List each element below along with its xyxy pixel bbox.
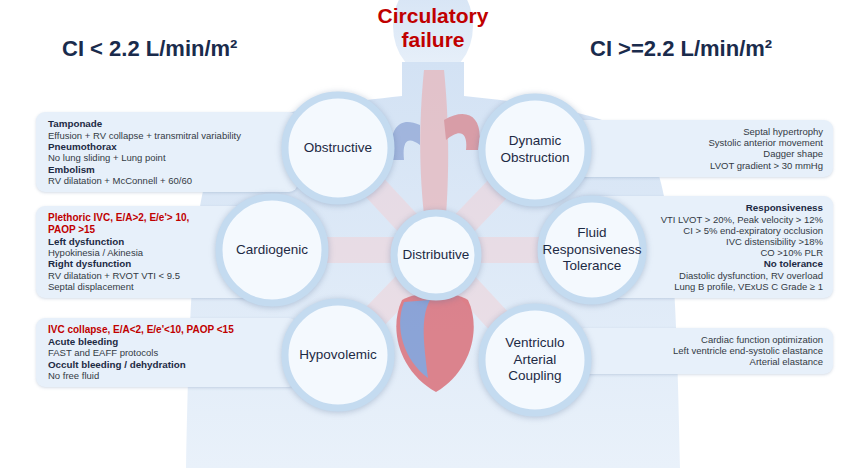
finding-text: Dagger shape: [601, 148, 823, 159]
finding-text: Systolic anterior movement: [601, 137, 823, 148]
finding-text: CI > 5% end-expiratory occlusion: [655, 225, 823, 236]
finding-text: Arterial elastance: [601, 356, 823, 367]
finding-text: Lung B profile, VExUS C Grade ≥ 1: [655, 281, 823, 292]
shock-type-circle: Dynamic Obstruction: [478, 93, 592, 207]
finding-text: No free fluid: [48, 370, 272, 381]
finding-text: LVOT gradient > 30 mmHg: [601, 160, 823, 171]
finding-text: CO >10% PLR: [655, 247, 823, 258]
shock-type-name: Ventriculo Arterial Coupling: [487, 335, 583, 386]
circle-shape: [285, 95, 391, 201]
findings-panel: Septal hypertrophySystolic anterior move…: [575, 120, 833, 177]
circle-shape: [285, 302, 391, 408]
circle-shape: [482, 97, 588, 203]
circle-shape: [541, 199, 643, 301]
shock-type-circle: Ventriculo Arterial Coupling: [478, 303, 592, 417]
finding-heading: Right dysfunction: [48, 258, 206, 270]
finding-text: Left ventricle end-systolic elastance: [601, 345, 823, 356]
finding-heading: Pneumothorax: [48, 141, 272, 153]
circle-shape: [394, 213, 478, 297]
shock-type-name: Dynamic Obstruction: [487, 133, 583, 167]
circle-shape: [482, 307, 588, 413]
finding-text: Diastolic dysfunction, RV overload: [655, 270, 823, 281]
circle-shape: [219, 197, 325, 303]
findings-panel: IVC collapse, E/A<2, E/e'<10, PAOP <15Ac…: [36, 318, 298, 387]
finding-text: FAST and EAFF protocols: [48, 347, 272, 358]
finding-text: Hypokinesia / Akinesia: [48, 247, 206, 258]
finding-heading: Left dysfunction: [48, 236, 206, 248]
finding-text: Effusion + RV collapse + transmitral var…: [48, 130, 272, 141]
shock-type-circle: Distributive: [390, 209, 482, 301]
finding-text: Septal hypertrophy: [601, 126, 823, 137]
finding-heading: Responsiveness: [655, 202, 823, 214]
shock-type-name: Cardiogenic: [224, 242, 320, 259]
finding-heading: Occult bleeding / dehydration: [48, 359, 272, 371]
heart-illustration: [391, 70, 480, 392]
shock-type-circle: Cardiogenic: [215, 193, 329, 307]
diagram-title: Circulatory failure: [353, 4, 513, 52]
finding-text: RV dilatation + McConnell + 60/60: [48, 175, 272, 186]
finding-text: VTI LVOT > 20%, Peak velocity > 12%: [655, 214, 823, 225]
findings-panel: Cardiac function optimizationLeft ventri…: [575, 328, 833, 374]
finding-text: Septal displacement: [48, 281, 206, 292]
shock-type-circle: Fluid Responsiveness Tolerance: [537, 195, 647, 305]
finding-heading: Acute bleeding: [48, 336, 272, 348]
shock-type-circle: Obstructive: [281, 91, 395, 205]
finding-heading: Tamponade: [48, 118, 272, 130]
shock-type-name: Distributive: [394, 247, 478, 264]
finding-heading: Embolism: [48, 164, 272, 176]
finding-text: No lung sliding + Lung point: [48, 152, 272, 163]
cardiac-index-label: CI < 2.2 L/min/m²: [62, 36, 237, 62]
shock-type-name: Hypovolemic: [290, 347, 386, 364]
criteria-text: Plethoric IVC, E/A>2, E/e'> 10, PAOP >15: [48, 212, 206, 236]
finding-text: IVC distensibility >18%: [655, 236, 823, 247]
findings-panel: TamponadeEffusion + RV collapse + transm…: [36, 112, 298, 192]
shock-type-circle: Hypovolemic: [281, 298, 395, 412]
shock-type-name: Obstructive: [290, 140, 386, 157]
finding-text: Cardiac function optimization: [601, 334, 823, 345]
criteria-text: IVC collapse, E/A<2, E/e'<10, PAOP <15: [48, 324, 272, 336]
finding-heading: No tolerance: [655, 258, 823, 270]
cardiac-index-label: CI >=2.2 L/min/m²: [590, 36, 772, 62]
finding-text: RV dilatation + RVOT VTI < 9.5: [48, 270, 206, 281]
shock-type-name: Fluid Responsiveness Tolerance: [541, 225, 643, 276]
